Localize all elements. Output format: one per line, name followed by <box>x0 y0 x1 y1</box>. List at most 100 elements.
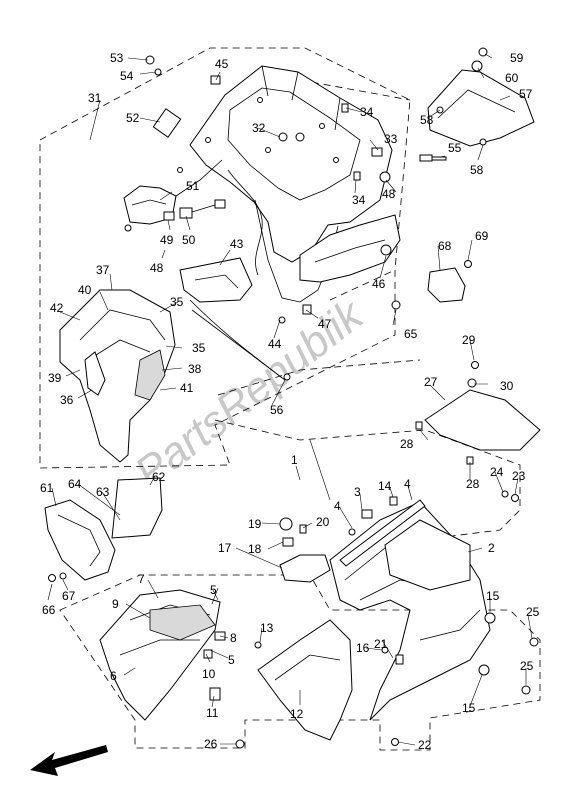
callout-24: 24 <box>490 465 504 479</box>
callout-46: 46 <box>372 277 386 291</box>
callout-68: 68 <box>438 239 452 253</box>
grommet-15b <box>478 664 490 676</box>
stay-56 <box>191 309 286 381</box>
callout-22: 22 <box>418 738 432 752</box>
callout-25a: 25 <box>526 605 540 619</box>
inner-panel-39 <box>84 351 106 396</box>
callout-34a: 34 <box>360 105 374 119</box>
callout-43: 43 <box>230 237 244 251</box>
bolt-65 <box>391 300 401 310</box>
callout-51: 51 <box>186 179 200 193</box>
callout-48b: 48 <box>150 261 164 275</box>
callout-56: 56 <box>270 403 284 417</box>
callout-16: 16 <box>356 641 370 655</box>
clip-34b <box>353 171 361 181</box>
grommet-46 <box>380 244 392 256</box>
callout-25b: 25 <box>520 659 534 673</box>
bracket-68 <box>391 260 472 310</box>
callout-8: 8 <box>230 631 237 645</box>
callout-35b: 35 <box>192 341 206 355</box>
panel-61 <box>44 499 116 581</box>
callout-5a: 5 <box>210 583 217 597</box>
clip-45 <box>210 75 221 85</box>
light-unit <box>123 159 226 225</box>
callout-2: 2 <box>488 541 495 555</box>
socket-18 <box>282 537 294 547</box>
upper-cowling-frame <box>189 65 393 263</box>
callout-27: 27 <box>424 375 438 389</box>
clip-34 <box>341 103 349 113</box>
grommet-15a <box>484 612 496 624</box>
callout-33: 33 <box>384 132 398 146</box>
clip-11 <box>209 687 221 701</box>
inner-panel-38 <box>134 349 166 401</box>
callout-6: 6 <box>110 669 117 683</box>
callout-48a: 48 <box>382 187 396 201</box>
callout-12: 12 <box>290 707 304 721</box>
screw-26 <box>235 739 245 749</box>
clip-47 <box>302 304 312 315</box>
callout-52: 52 <box>126 111 140 125</box>
side-panel-right <box>299 214 401 283</box>
washer-24 <box>501 490 509 498</box>
bracket-43 <box>179 257 253 303</box>
callout-47: 47 <box>318 317 332 331</box>
callout-41: 41 <box>180 381 194 395</box>
callout-57: 57 <box>519 87 533 101</box>
panel-9 <box>149 604 216 641</box>
callout-26: 26 <box>204 737 218 751</box>
clip-33 <box>371 147 383 157</box>
callout-53: 53 <box>110 51 124 65</box>
upper-group-boundary <box>39 47 411 469</box>
callout-63: 63 <box>96 485 110 499</box>
nut-58b <box>479 138 487 146</box>
callout-37: 37 <box>96 263 110 277</box>
callout-65: 65 <box>404 327 418 341</box>
bulb-49 <box>163 211 175 221</box>
rail-4 <box>339 499 426 567</box>
callout-4b: 4 <box>334 499 341 513</box>
callout-49: 49 <box>160 233 174 247</box>
upper-cowling-assembly <box>152 65 447 315</box>
callout-67: 67 <box>62 589 76 603</box>
callout-55: 55 <box>448 141 462 155</box>
lower-cowling-right <box>329 361 541 746</box>
screw-25a <box>529 637 539 647</box>
front-panel <box>44 477 163 582</box>
under-cover-12 <box>257 619 353 741</box>
nut-32b <box>295 132 305 142</box>
washer-30 <box>467 378 477 388</box>
panel-62 <box>111 477 163 539</box>
callout-38: 38 <box>188 362 202 376</box>
callout-4a: 4 <box>404 477 411 491</box>
screw-29 <box>471 361 479 369</box>
bolt-69 <box>464 260 472 268</box>
clip-21 <box>395 654 404 665</box>
callout-labels: 53 54 45 31 52 32 34 33 34 48 55 59 60 5… <box>40 51 540 752</box>
screw-13 <box>254 641 262 649</box>
callout-10: 10 <box>202 667 216 681</box>
callout-54: 54 <box>120 69 134 83</box>
washer-60 <box>471 60 483 72</box>
callout-7: 7 <box>138 572 145 586</box>
bolt-55 <box>419 154 447 162</box>
callout-36: 36 <box>60 393 74 407</box>
callout-29: 29 <box>462 333 476 347</box>
callout-64: 64 <box>68 477 82 491</box>
callout-15a: 15 <box>486 589 500 603</box>
signal-lens <box>279 554 331 583</box>
callout-21: 21 <box>374 637 388 651</box>
callout-32: 32 <box>252 121 266 135</box>
callout-30: 30 <box>500 379 514 393</box>
bracket-52 <box>152 108 182 138</box>
callout-20: 20 <box>316 515 330 529</box>
callout-11: 11 <box>206 706 219 720</box>
callout-3: 3 <box>354 485 361 499</box>
callout-62: 62 <box>152 470 166 484</box>
turn-signal <box>279 517 331 583</box>
cover-27 <box>424 389 541 451</box>
light-housing <box>123 185 177 225</box>
lower-group-boundary <box>59 574 541 751</box>
callout-44: 44 <box>268 337 282 351</box>
callout-45: 45 <box>215 57 229 71</box>
